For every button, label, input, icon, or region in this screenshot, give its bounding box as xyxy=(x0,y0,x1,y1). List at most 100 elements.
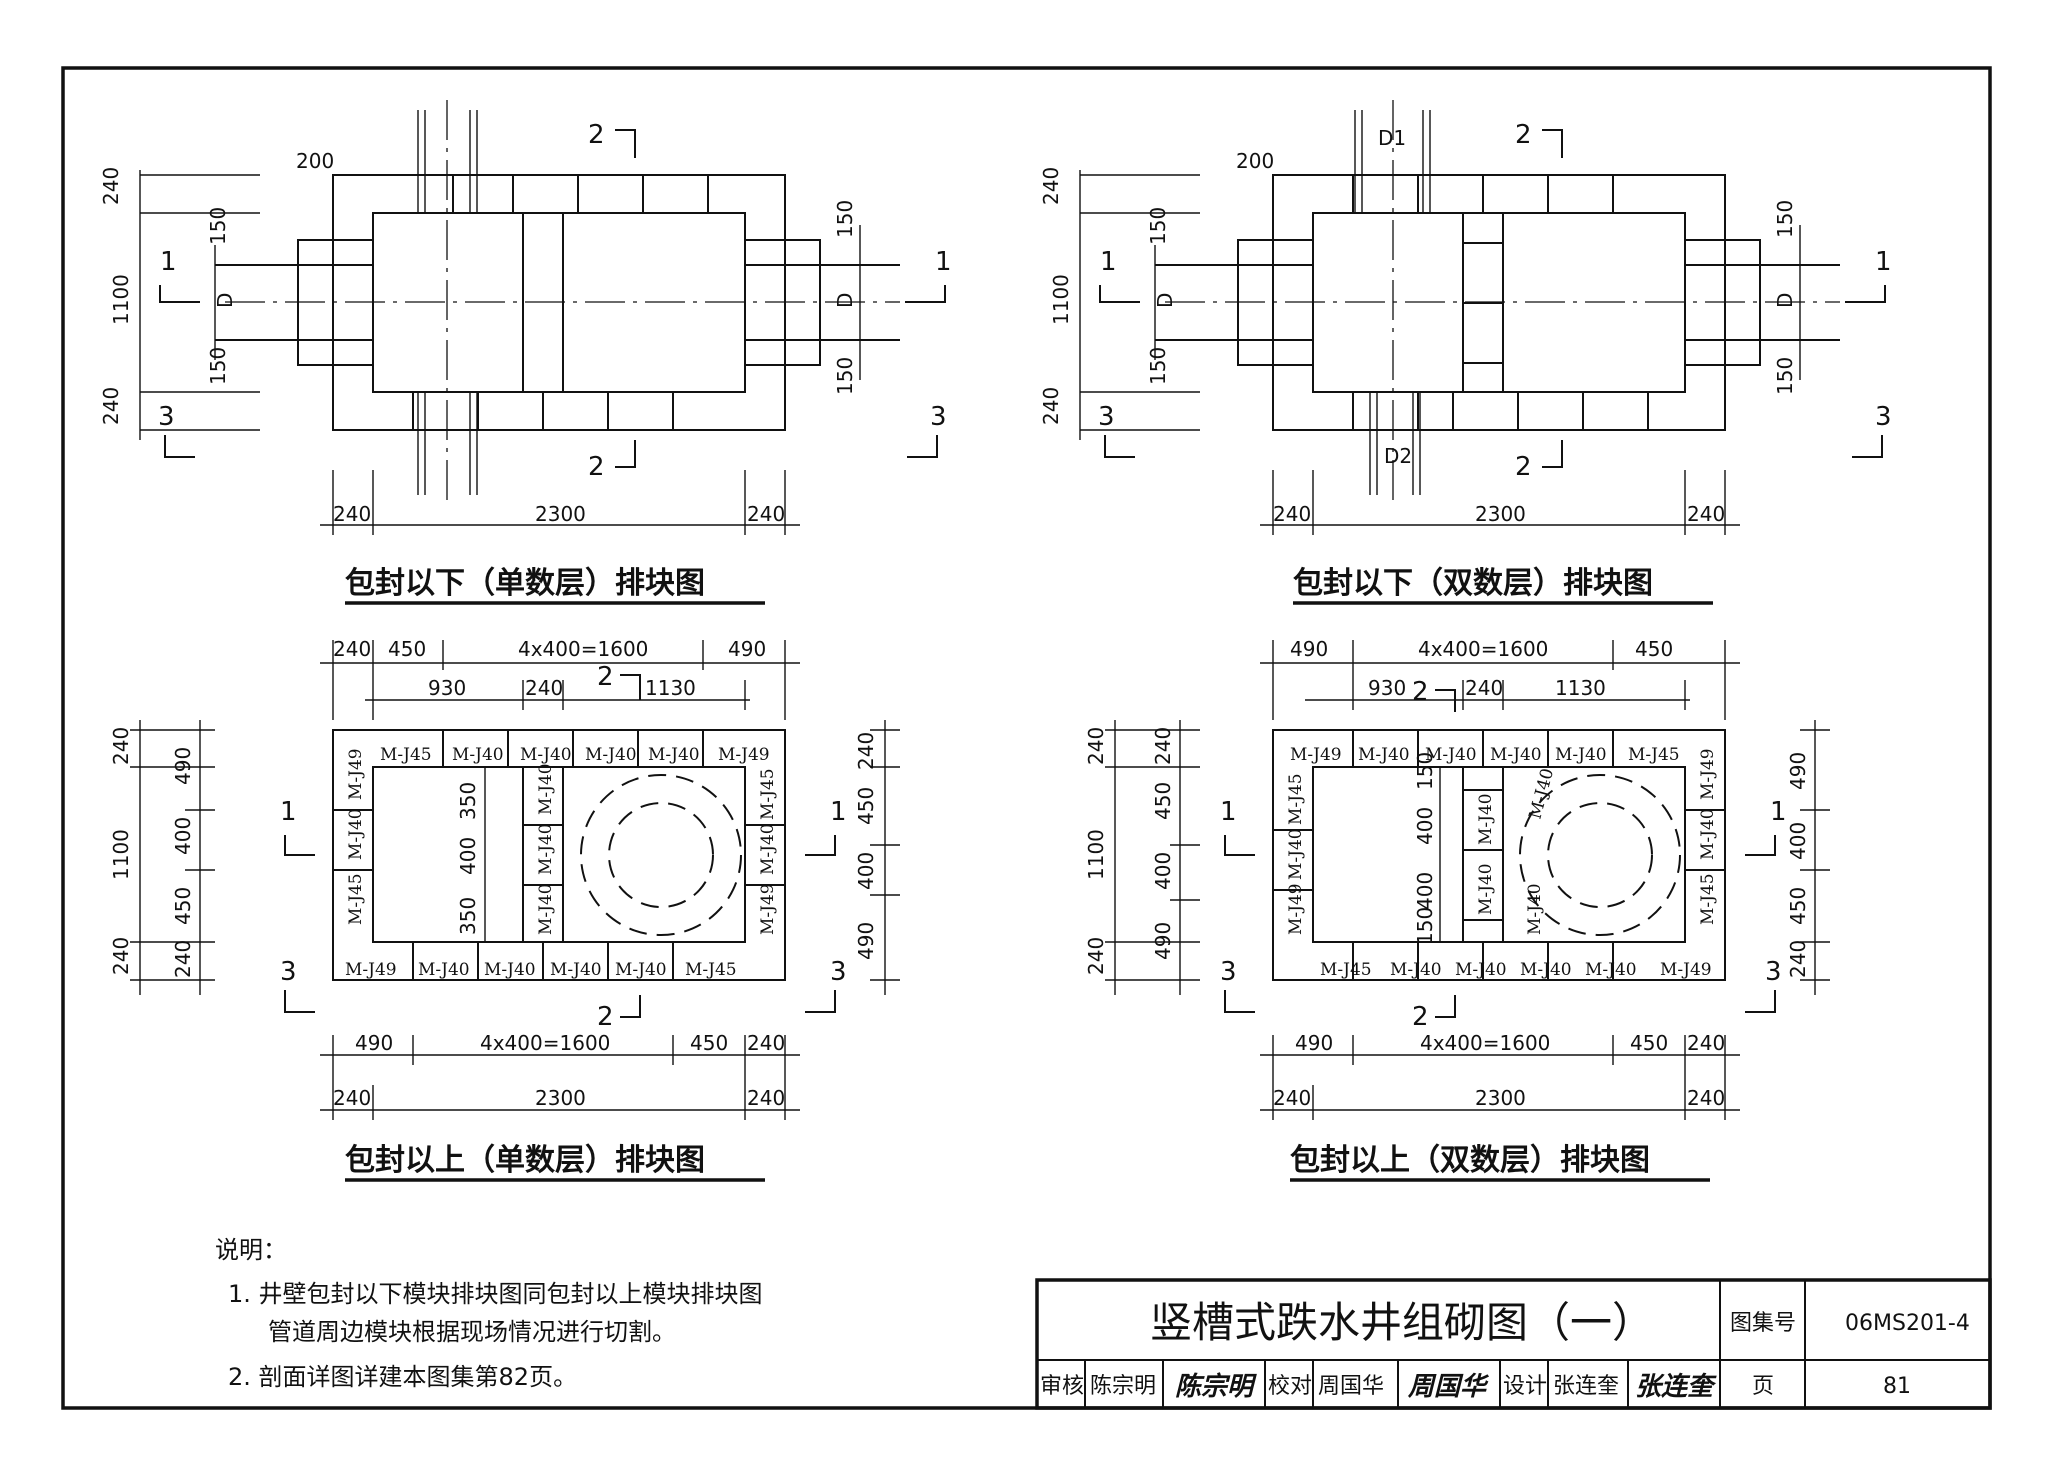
sheet-border xyxy=(61,66,1992,1410)
block-label: M-J49 xyxy=(345,960,397,980)
block-label: M-J49 xyxy=(1290,745,1342,765)
check-label: 校对 xyxy=(1268,1374,1312,1399)
dim-400: 400 xyxy=(171,817,195,855)
dim-240: 240 xyxy=(333,1086,371,1110)
section-3-mark: 3 xyxy=(1875,402,1892,432)
block-label: M-J49 xyxy=(346,748,366,800)
view-title: 包封以上（单数层）排块图 xyxy=(345,1143,705,1178)
dim-D: D xyxy=(213,293,237,308)
section-1-mark: 1 xyxy=(830,797,847,827)
dim-240: 240 xyxy=(747,1031,785,1055)
dim-240: 240 xyxy=(333,502,371,526)
dim-400: 400 xyxy=(456,837,480,875)
block-label: M-J40 xyxy=(585,745,637,765)
block-label: M-J40 xyxy=(1585,960,1637,980)
dim-150: 150 xyxy=(833,357,857,395)
dim-400: 400 xyxy=(1413,807,1437,845)
block-label: M-J45 xyxy=(380,745,432,765)
block-label: M-J40 xyxy=(1525,883,1545,935)
dim-490: 490 xyxy=(1295,1031,1333,1055)
section-3-mark: 3 xyxy=(1098,402,1115,432)
dim-D: D xyxy=(833,293,857,308)
dim-150: 150 xyxy=(1146,347,1170,385)
dim-350: 350 xyxy=(456,782,480,820)
block-label: M-J40 xyxy=(1390,960,1442,980)
dim-450: 450 xyxy=(1151,782,1175,820)
dim-240: 240 xyxy=(109,937,133,975)
view-below-odd: 240 1100 240 150 150 D 150 150 D 200 240… xyxy=(99,100,952,605)
dim-240: 240 xyxy=(333,637,371,661)
view-title: 包封以下（单数层）排块图 xyxy=(345,566,705,601)
dim-450: 450 xyxy=(690,1031,728,1055)
dim-490: 490 xyxy=(1290,637,1328,661)
section-3-mark: 3 xyxy=(830,957,847,987)
dim-240: 240 xyxy=(525,676,563,700)
section-2-mark: 2 xyxy=(588,120,605,150)
dim-240: 240 xyxy=(1273,1086,1311,1110)
dim-930: 930 xyxy=(1368,676,1406,700)
section-2-mark: 2 xyxy=(597,1002,614,1032)
block-label: M-J45 xyxy=(1286,773,1306,825)
section-2-mark: 2 xyxy=(1515,452,1532,482)
block-label: M-J45 xyxy=(1320,960,1372,980)
page-number: 81 xyxy=(1883,1374,1911,1399)
block-label: M-J45 xyxy=(758,768,778,820)
block-label: M-J45 xyxy=(1698,873,1718,925)
dim-240: 240 xyxy=(99,167,123,205)
dim-D1: D1 xyxy=(1378,126,1406,150)
dim-240: 240 xyxy=(747,1086,785,1110)
dim-400: 400 xyxy=(1151,852,1175,890)
block-label: M-J45 xyxy=(685,960,737,980)
block-label: M-J40 xyxy=(536,883,556,935)
block-label: M-J40 xyxy=(1358,745,1410,765)
view-above-odd: M-J45 M-J40 M-J40 M-J40 M-J40 M-J49 M-J4… xyxy=(109,637,900,1182)
dim-1130: 1130 xyxy=(1555,676,1606,700)
view-above-even: M-J49 M-J40 M-J40 M-J40 M-J40 M-J45 M-J4… xyxy=(1084,637,1830,1182)
dim-240: 240 xyxy=(1465,676,1503,700)
dim-490: 490 xyxy=(355,1031,393,1055)
dim-240: 240 xyxy=(99,387,123,425)
block-label: M-J40 xyxy=(1490,745,1542,765)
section-3-mark: 3 xyxy=(158,402,175,432)
dim-1100: 1100 xyxy=(1084,829,1108,880)
dim-450: 450 xyxy=(388,637,426,661)
drawing-title: 竖槽式跌水井组砌图（一） xyxy=(1150,1298,1654,1347)
block-label: M-J40 xyxy=(1698,808,1718,860)
view-below-even: 240 1100 240 150 150 D 150 150 D 200 D1 … xyxy=(1039,100,1892,605)
dim-200: 200 xyxy=(296,149,334,173)
dim-400: 400 xyxy=(1413,872,1437,910)
dim-1600: 4x400=1600 xyxy=(518,637,648,661)
dim-490: 490 xyxy=(1151,922,1175,960)
dim-490: 490 xyxy=(728,637,766,661)
dim-1600: 4x400=1600 xyxy=(1418,637,1548,661)
atlas-number: 06MS201-4 xyxy=(1845,1311,1970,1336)
section-2-mark: 2 xyxy=(588,452,605,482)
dim-240: 240 xyxy=(1786,940,1810,978)
section-2-mark: 2 xyxy=(1412,677,1429,707)
block-label: M-J49 xyxy=(1286,883,1306,935)
page-label: 页 xyxy=(1752,1374,1774,1399)
dim-930: 930 xyxy=(428,676,466,700)
view-title: 包封以下（双数层）排块图 xyxy=(1293,566,1653,601)
dim-240: 240 xyxy=(747,502,785,526)
dim-150: 150 xyxy=(1413,752,1437,790)
section-2-mark: 2 xyxy=(1412,1002,1429,1032)
block-label: M-J40 xyxy=(452,745,504,765)
check-signature: 周国华 xyxy=(1407,1372,1490,1402)
block-label: M-J45 xyxy=(1628,745,1680,765)
dim-150: 150 xyxy=(1146,207,1170,245)
dim-1100: 1100 xyxy=(109,274,133,325)
dim-490: 490 xyxy=(854,922,878,960)
dim-400: 400 xyxy=(1786,822,1810,860)
block-label: M-J40 xyxy=(536,763,556,815)
dim-150: 150 xyxy=(1413,907,1437,945)
dim-240: 240 xyxy=(109,727,133,765)
block-label: M-J40 xyxy=(1520,960,1572,980)
section-1-mark: 1 xyxy=(1220,797,1237,827)
dim-240: 240 xyxy=(1084,727,1108,765)
block-label: M-J40 xyxy=(1455,960,1507,980)
title-block: 竖槽式跌水井组砌图（一） 图集号 06MS201-4 审核 陈宗明 陈宗明 校对… xyxy=(1035,1278,1992,1410)
dim-490: 490 xyxy=(171,747,195,785)
review-name: 陈宗明 xyxy=(1090,1374,1156,1399)
